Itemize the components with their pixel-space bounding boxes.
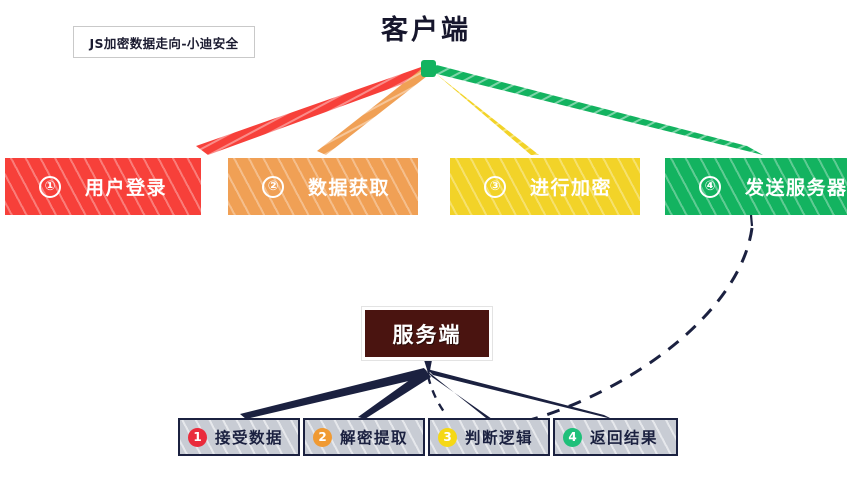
client-node-dot: [421, 60, 436, 77]
client-step-label-4: 发送服务器: [745, 177, 847, 199]
server-step-box-2[interactable]: 2 解密提取: [303, 418, 425, 456]
client-step-box-1[interactable]: ① 用户登录: [5, 158, 201, 215]
server-title: 服务端: [392, 322, 462, 347]
connector-client-to-step-4: [429, 63, 763, 155]
server-step-box-1[interactable]: 1 接受数据: [178, 418, 300, 456]
connector-dashed-server-to-logic: [426, 375, 448, 417]
page-title: 客户端: [381, 15, 471, 46]
circled-number-2-icon: ②: [262, 175, 284, 198]
circled-number-3-icon: ③: [484, 175, 506, 198]
caption-box: JS加密数据走向-小迪安全: [73, 26, 255, 58]
circled-number-4-icon: ④: [699, 175, 721, 198]
client-step-box-3[interactable]: ③ 进行加密: [450, 158, 640, 215]
connector-server-fanout: [240, 360, 612, 419]
connector-dashed-send-to-logic: [469, 227, 754, 432]
server-step-label-4: 返回结果: [590, 429, 659, 447]
filled-number-3-icon: 3: [438, 427, 457, 447]
connector-client-to-step-2: [317, 67, 431, 155]
server-step-label-1: 接受数据: [215, 429, 284, 447]
client-step-label-2: 数据获取: [308, 177, 391, 199]
client-step-label-1: 用户登录: [85, 177, 168, 199]
client-step-box-4[interactable]: ④ 发送服务器: [665, 158, 847, 215]
filled-number-2-icon: 2: [313, 427, 332, 447]
filled-number-1-icon: 1: [188, 427, 207, 447]
connector-step4-stub: [749, 214, 754, 227]
client-step-box-2[interactable]: ② 数据获取: [228, 158, 418, 215]
caption-text: JS加密数据走向-小迪安全: [89, 35, 239, 51]
connector-client-to-step-1: [196, 66, 430, 155]
server-step-box-4[interactable]: 4 返回结果: [553, 418, 678, 456]
filled-number-4-icon: 4: [563, 427, 582, 447]
connector-client-to-step-3: [428, 67, 539, 155]
server-box[interactable]: 服务端: [362, 307, 492, 360]
server-step-box-3[interactable]: 3 判断逻辑: [428, 418, 550, 456]
server-step-label-2: 解密提取: [340, 429, 409, 447]
client-step-label-3: 进行加密: [530, 177, 613, 199]
circled-number-1-icon: ①: [39, 175, 61, 198]
server-step-label-3: 判断逻辑: [465, 429, 534, 447]
